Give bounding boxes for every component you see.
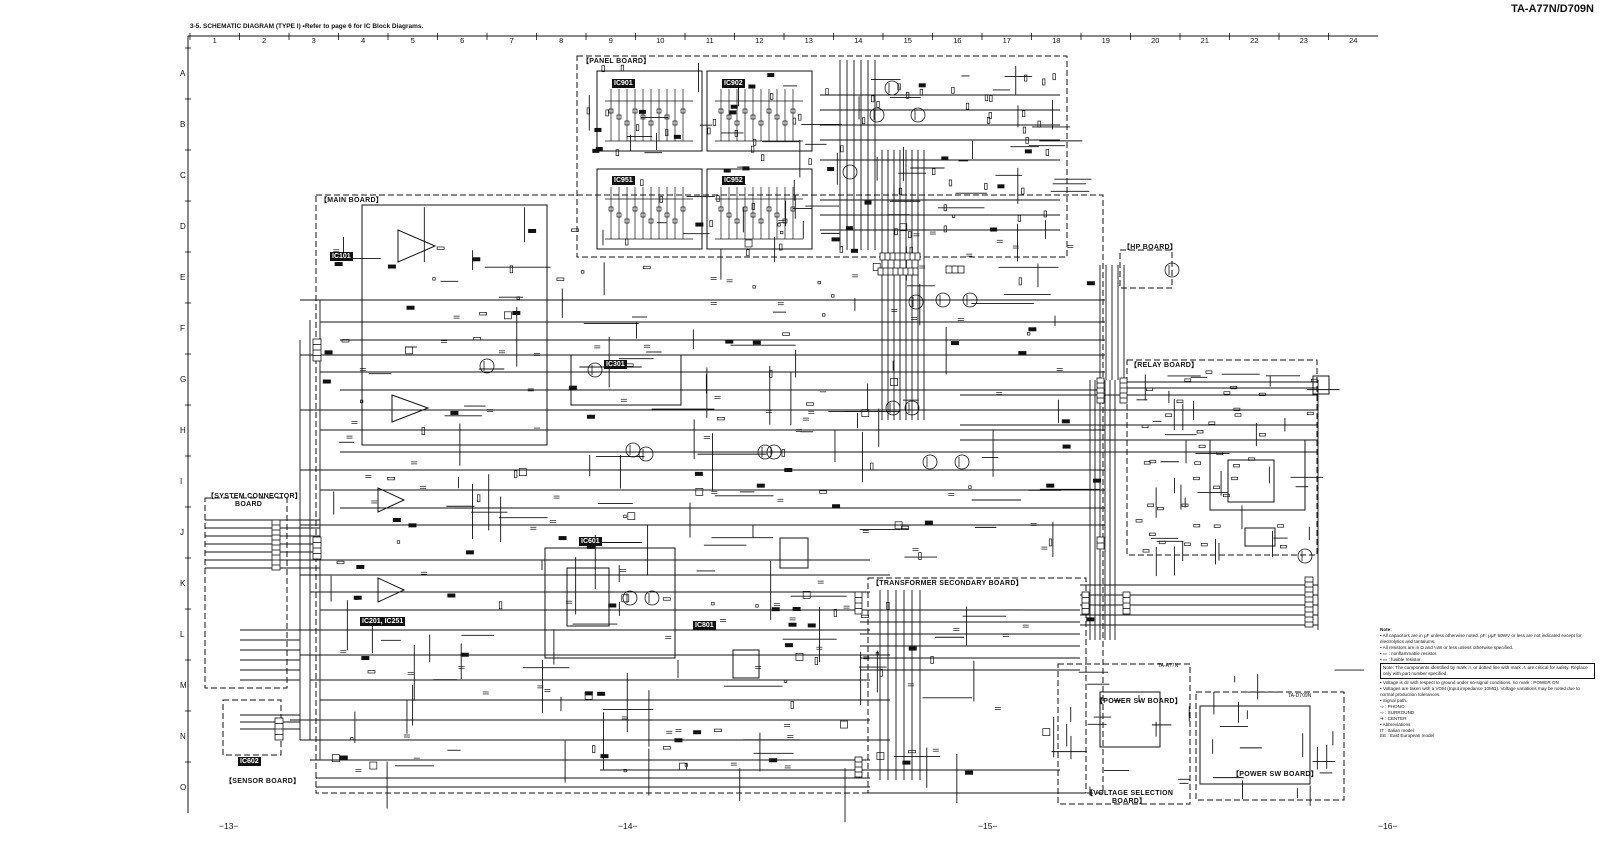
- ic601-label: IC601: [579, 537, 602, 546]
- column-number: 17: [1002, 36, 1011, 45]
- column-number: 19: [1101, 36, 1110, 45]
- column-number: 22: [1250, 36, 1259, 45]
- ic602-label: IC602: [238, 757, 261, 766]
- row-letter: E: [180, 272, 186, 282]
- row-letter: I: [180, 476, 183, 486]
- power-sw-board-label-2: 【POWER SW BOARD】: [1232, 771, 1319, 778]
- hp-board-label: 【HP BOARD】: [1123, 244, 1178, 251]
- column-number: 15: [903, 36, 912, 45]
- row-letter: C: [180, 170, 186, 180]
- ic952-label: IC952: [722, 176, 745, 185]
- system-connector-label-2: BOARD: [235, 501, 263, 508]
- ic801-label: IC801: [693, 621, 716, 630]
- page-number-14: −14−: [618, 821, 638, 831]
- variant-a77n-label: TA-A77N: [1158, 663, 1179, 669]
- column-number: 16: [953, 36, 962, 45]
- column-number: 6: [460, 36, 465, 45]
- hp-board-outline: [1119, 249, 1173, 289]
- page-number-16: −16−: [1378, 821, 1398, 831]
- main-board-outline: [315, 194, 1104, 794]
- sensor-board-label: 【SENSOR BOARD】: [225, 778, 301, 785]
- column-number: 4: [361, 36, 366, 45]
- note-item: • All capacitors are in μF unless otherw…: [1380, 632, 1582, 644]
- ic951-label: IC951: [612, 176, 635, 185]
- row-letter: B: [180, 119, 186, 129]
- row-letter: J: [180, 527, 184, 537]
- variant-d709n-label: TA-D709N: [1288, 693, 1312, 699]
- note-item: • All resistors are in Ω and ¼W or less …: [1380, 644, 1514, 650]
- column-number: 3: [311, 36, 316, 45]
- main-board-label: 【MAIN BOARD】: [320, 197, 384, 204]
- row-letter: K: [180, 578, 186, 588]
- relay-board-outline: [1126, 359, 1318, 556]
- relay-board-label: 【RELAY BOARD】: [1130, 362, 1199, 369]
- note-item: IT : Italian model: [1380, 727, 1414, 733]
- column-number: 14: [854, 36, 863, 45]
- ic901-label: IC901: [612, 79, 635, 88]
- ic201-ic251-label: IC201, IC251: [360, 617, 406, 626]
- page-number-13: −13−: [219, 821, 239, 831]
- sensor-board-outline: [222, 699, 282, 756]
- ic301-label: IC301: [604, 360, 627, 369]
- row-letter: A: [180, 68, 186, 78]
- row-letter: M: [180, 680, 187, 690]
- column-number: 11: [705, 36, 714, 45]
- page-number-15: −15−: [978, 821, 998, 831]
- column-number: 5: [410, 36, 415, 45]
- note-item: ⇨ : SURROUND: [1380, 709, 1415, 715]
- model-number: TA-A77N/D709N: [1511, 3, 1594, 15]
- note-item: • Abbreviations: [1380, 721, 1411, 727]
- column-number: 18: [1052, 36, 1061, 45]
- column-number: 21: [1200, 36, 1209, 45]
- system-connector-label: 【SYSTEM CONNECTOR】: [207, 493, 303, 500]
- power-sw-a77n-outline: [1057, 663, 1191, 805]
- voltage-selection-label-1: 【VOLTAGE SELECTION: [1086, 790, 1174, 797]
- section-title: 3-5. SCHEMATIC DIAGRAM (TYPE I) •Refer t…: [190, 23, 424, 30]
- power-sw-board-label-1: 【POWER SW BOARD】: [1096, 698, 1183, 705]
- note-item: • ▭ : nonflammable resistor.: [1380, 650, 1438, 656]
- note-item: • Voltage is dc with respect to ground u…: [1380, 680, 1559, 686]
- note-item: • Voltages are taken with a VOM (Input i…: [1380, 686, 1580, 698]
- note-item: EE : East European model: [1380, 733, 1435, 739]
- transformer-board-label: 【TRANSFORMER SECONDARY BOARD】: [872, 580, 1024, 587]
- column-number: 20: [1151, 36, 1160, 45]
- row-letter: G: [180, 374, 187, 384]
- note-item: • Signal path.: [1380, 697, 1408, 703]
- notes-title: Note:: [1380, 627, 1392, 632]
- column-number: 12: [755, 36, 764, 45]
- ic101-label: IC101: [330, 252, 353, 261]
- transformer-board-outline: [867, 577, 1087, 794]
- row-letter: N: [180, 731, 186, 741]
- note-item: • ▭ : fusible resistor.: [1380, 656, 1422, 662]
- column-number: 8: [559, 36, 564, 45]
- ic902-label: IC902: [722, 79, 745, 88]
- column-number: 13: [804, 36, 813, 45]
- row-letter: L: [180, 629, 185, 639]
- row-letter: F: [180, 323, 185, 333]
- safety-note-box: Note: The components identified by mark …: [1380, 663, 1595, 680]
- notes-block: Note: • All capacitors are in μF unless …: [1380, 627, 1595, 739]
- row-letter: D: [180, 221, 186, 231]
- column-number: 2: [262, 36, 267, 45]
- column-number: 7: [509, 36, 514, 45]
- voltage-selection-label-2: BOARD】: [1112, 798, 1147, 805]
- note-item: ⇨ : PHONO: [1380, 703, 1405, 709]
- column-number: 10: [656, 36, 665, 45]
- column-number: 1: [212, 36, 217, 45]
- panel-board-outline: [576, 55, 1068, 258]
- note-item: ➔ : CENTER: [1380, 715, 1407, 721]
- column-number: 24: [1349, 36, 1358, 45]
- row-letter: H: [180, 425, 186, 435]
- column-number: 23: [1299, 36, 1308, 45]
- column-number: 9: [608, 36, 613, 45]
- row-letter: O: [180, 782, 187, 792]
- panel-board-label: 【PANEL BOARD】: [582, 58, 651, 65]
- system-connector-outline: [204, 497, 288, 689]
